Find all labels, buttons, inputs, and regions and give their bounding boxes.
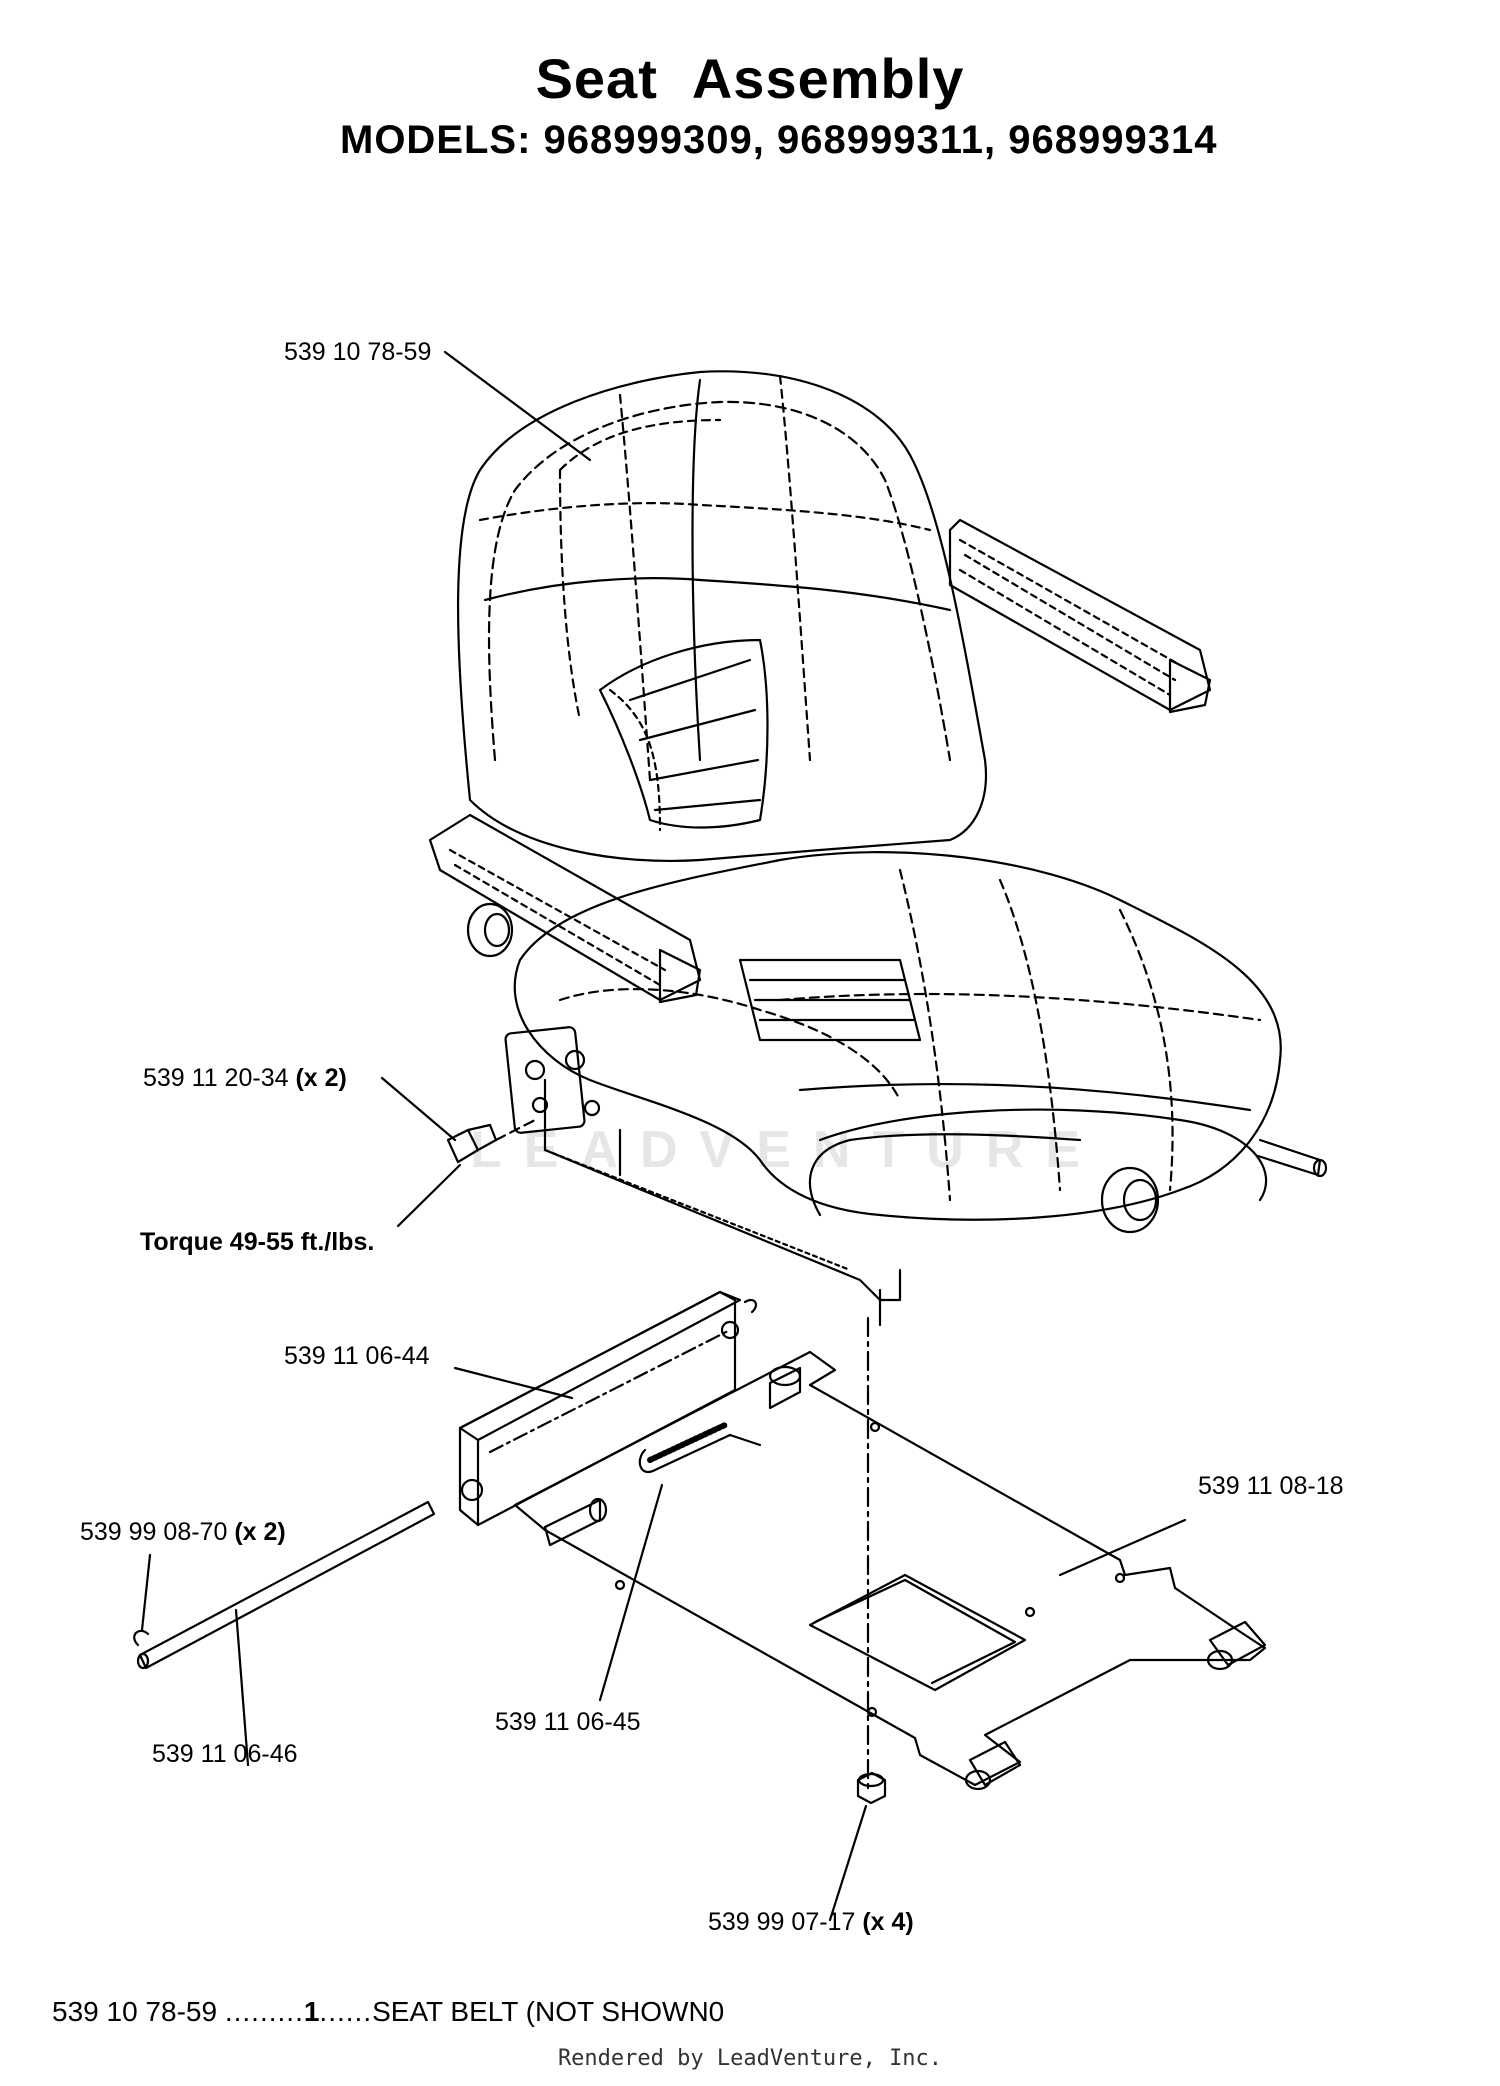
parts-list-dots-2: ...... [319,1996,373,2027]
title-word-assembly: Assembly [691,47,965,110]
nut-part [828,1316,887,1922]
armrest-left [428,813,702,1004]
rendered-by-credit: Rendered by LeadVenture, Inc. [557,2046,943,2071]
callout-bolt-qty: (x 2) [295,1064,347,1092]
callout-nut-qty: (x 4) [862,1908,914,1936]
armrest-right [948,518,1212,714]
callout-bolt-text: 539 11 20-34 [143,1064,289,1092]
callout-clip-qty: (x 2) [234,1518,286,1546]
parts-list-row: 539 10 78-59 .........1......SEAT BELT (… [52,1996,724,2028]
diagram-title: Seat Assembly [0,46,1500,111]
watermark-text: LEADVENTURE [470,1121,1103,1179]
bolt-part [380,1076,537,1228]
parts-list-quantity: 1 [303,1996,320,2027]
callout-clip-text: 539 99 08-70 [80,1518,228,1546]
clip-part [133,1553,152,1647]
callout-nut-text: 539 99 07-17 [708,1908,856,1936]
callout-slide-bracket: 539 11 06-44 [284,1342,430,1371]
parts-list-dots-1: ......... [224,1996,304,2027]
seat-back [456,370,987,863]
spring-part [598,1422,762,1702]
callout-seat: 539 10 78-59 [284,338,431,367]
title-word-seat: Seat [535,47,658,110]
callout-spring: 539 11 06-45 [495,1708,641,1737]
models-subtitle: MODELS: 968999309, 968999311, 968999314 [340,118,1218,162]
seat-cushion [466,851,1328,1327]
callout-spring-text: 539 11 06-45 [495,1708,641,1736]
parts-list-description: SEAT BELT (NOT SHOWN0 [372,1996,725,2027]
callout-nut: 539 99 07-17 (x 4) [708,1908,914,1937]
slide-bracket-part [453,1290,758,1527]
rod-part [136,1500,436,1767]
base-plate-part [513,1350,1267,1791]
callout-plate: 539 11 08-18 [1198,1472,1344,1501]
torque-note: Torque 49-55 ft./lbs. [140,1228,375,1256]
parts-list-part-number: 539 10 78-59 [52,1996,218,2027]
seat-leader-line [443,350,592,462]
callout-bolt: 539 11 20-34 (x 2) [143,1064,347,1093]
callout-seat-text: 539 10 78-59 [284,338,432,366]
callout-slide-bracket-text: 539 11 06-44 [284,1342,430,1370]
callout-clip: 539 99 08-70 (x 2) [80,1518,286,1547]
callout-plate-text: 539 11 08-18 [1198,1472,1344,1500]
callout-rod: 539 11 06-46 [152,1740,298,1769]
callout-rod-text: 539 11 06-46 [152,1740,298,1768]
